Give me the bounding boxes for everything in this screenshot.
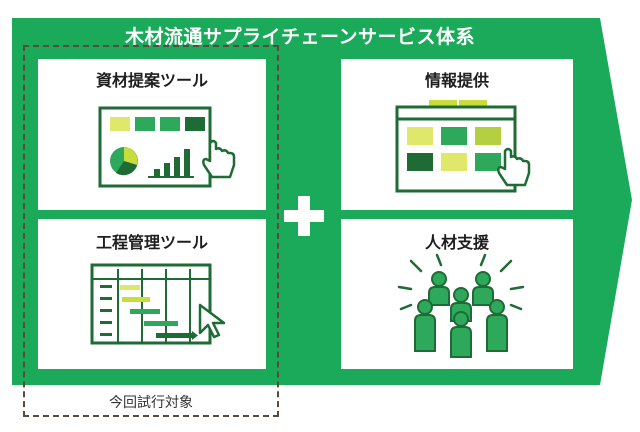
trial-target-dashed-box	[23, 45, 279, 417]
panel-human-support: 人材支援	[341, 219, 573, 369]
diagram-title: 木材流通サプライチェーンサービス体系	[124, 26, 476, 48]
panel-info-provision: 情報提供	[341, 59, 573, 210]
hand-pointer-icon	[202, 139, 236, 179]
person-icon	[428, 271, 450, 306]
panel-title-human-support: 人材支援	[424, 233, 489, 252]
plus-icon	[284, 196, 324, 236]
panel-process-management: 工程管理ツール	[38, 219, 266, 369]
trial-target-label: 今回試行対象	[109, 395, 193, 411]
person-icon	[472, 271, 494, 306]
info-folder-icon	[395, 100, 531, 193]
people-group-icon	[397, 253, 525, 358]
panel-resource-proposal: 資材提案ツール	[38, 59, 266, 210]
cursor-arrow-icon	[198, 303, 226, 339]
panel-title-resource-proposal: 資材提案ツール	[95, 71, 208, 90]
catalog-screen-icon	[98, 106, 236, 188]
person-icon	[414, 299, 436, 352]
person-icon	[486, 299, 508, 352]
person-icon	[450, 311, 472, 358]
panel-title-process-management: 工程管理ツール	[95, 233, 208, 252]
hand-pointer-icon	[497, 147, 531, 187]
panel-title-info-provision: 情報提供	[424, 71, 489, 90]
gantt-chart-icon	[90, 263, 226, 345]
